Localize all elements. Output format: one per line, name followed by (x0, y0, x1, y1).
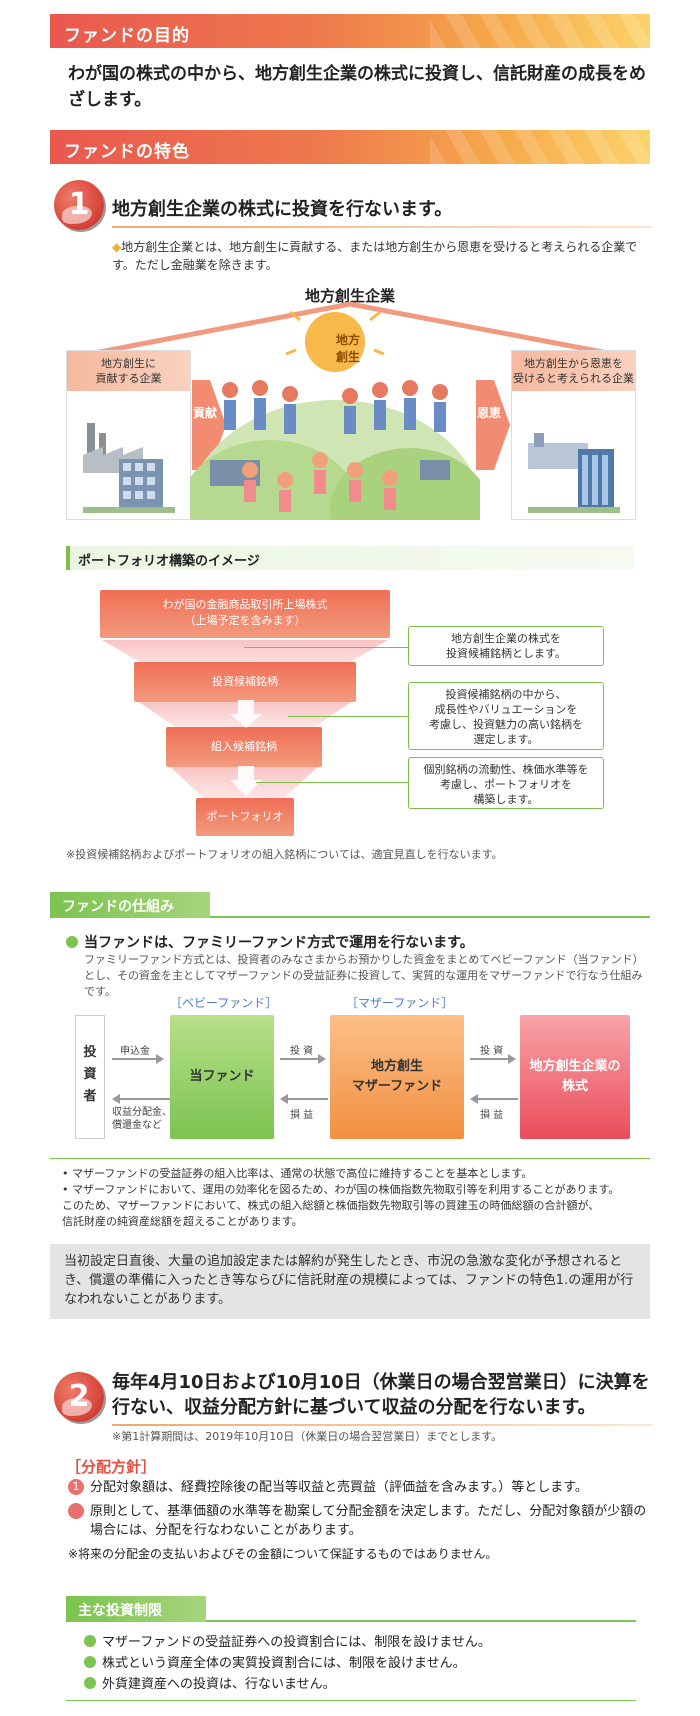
return-arrow (120, 1098, 170, 1100)
features-banner: ファンドの特色 (50, 130, 650, 164)
funnel-investment-candidates: 投資候補銘柄 (134, 662, 356, 702)
baby-fund-label: ［ベビーファンド］ (170, 996, 278, 1010)
purpose-text: わが国の株式の中から、地方創生企業の株式に投資し、信託財産の成長をめざします。 (68, 64, 646, 110)
structure-bullet-2: • マザーファンドにおいて、運用の効率化を図るため、わが国の株価指数先物取引等を… (62, 1183, 620, 1228)
distribution-disclaimer: ※将来の分配金の支払いおよびその金額について保証するものではありません。 (68, 1547, 498, 1561)
caution-box: 当初設定日直後、大量の追加設定または解約が発生したとき、市況の急激な変化が予想さ… (50, 1244, 650, 1319)
structure-tab: ファンドの仕組み (50, 892, 210, 918)
feature2-underline (112, 1424, 652, 1426)
feature2-number-badge: 2 (54, 1372, 104, 1422)
funnel-listed-stocks: わが国の金融商品取引所上場株式 （上場予定を含みます） (100, 590, 390, 638)
structure-divider (50, 1158, 650, 1159)
restrictions-tab-line (206, 1620, 636, 1622)
apply-arrow (112, 1058, 162, 1060)
structure-bullets: • マザーファンドの受益証券の組入比率は、通常の状態で高位に維持することを基本と… (62, 1166, 650, 1230)
invest-arrow-2 (470, 1058, 512, 1060)
portfolio-note-3: 個別銘柄の流動性、株価水準等を 考慮し、ポートフォリオを 構築します。 (408, 757, 604, 809)
restriction-item: 株式という資産全体の実質投資割合には、制限を設けません。 (84, 1653, 491, 1674)
investor-box: 投 資 者 (75, 1015, 105, 1139)
funnel-inclusion-candidates: 組入候補銘柄 (166, 727, 322, 767)
roof-lines (67, 301, 635, 360)
feature1-underline (112, 226, 652, 228)
pl-arrow-2 (478, 1098, 518, 1100)
stock-box: 地方創生企業の 株式 (520, 1015, 630, 1139)
diamond-icon: ◆ (112, 240, 122, 254)
portfolio-note-1: 地方創生企業の株式を 投資候補銘柄とします。 (408, 626, 604, 666)
restrictions-list: マザーファンドの受益証券への投資割合には、制限を設けません。 株式という資産全体… (84, 1632, 491, 1695)
restrictions-bottom-line (66, 1700, 636, 1701)
pl-label-1: 損 益 (290, 1110, 314, 1121)
connector-line-3 (256, 782, 410, 783)
left-contributor-box: 地方創生に 貢献する企業 (66, 350, 191, 520)
contribution-arrow-label: 貢献 (192, 406, 217, 420)
invest-label-1: 投 資 (290, 1046, 314, 1057)
feature2-note: ※第1計算期間は、2019年10月10日（休業日の場合翌営業日）までとします。 (112, 1430, 503, 1443)
funnel-portfolio: ポートフォリオ (196, 798, 294, 836)
office-building-icon (528, 433, 620, 513)
purpose-banner: ファンドの目的 (50, 14, 650, 48)
invest-arrowhead-2-icon (508, 1054, 516, 1064)
green-bullet-icon (84, 1656, 96, 1668)
number-2-icon: 2 (62, 1503, 84, 1519)
portfolio-note-2: 投資候補銘柄の中から、 成長性やバリュエーションを 考慮し、投資魅力の高い銘柄を… (408, 682, 604, 750)
restrictions-tab: 主な投資制限 (66, 1596, 206, 1622)
pl-arrowhead-1-icon (280, 1094, 288, 1104)
apply-arrowhead-icon (156, 1054, 164, 1064)
connector-line-1 (244, 647, 410, 648)
number-1-icon: 1 (68, 1479, 84, 1495)
baby-fund-box: 当ファンド (170, 1015, 274, 1139)
sun-label: 地方 創生 (335, 333, 360, 364)
pl-label-2: 損 益 (480, 1110, 504, 1121)
portfolio-footnote: ※投資候補銘柄およびポートフォリオの組入銘柄については、適宜見直しを行ないます。 (66, 848, 503, 861)
community-illustration (190, 310, 480, 520)
factory-building-icon (83, 423, 175, 513)
return-arrowhead-icon (112, 1094, 120, 1104)
structure-description: ファミリーファンド方式とは、投資者のみなさまからお預かりした資金をまとめてベビー… (84, 953, 644, 998)
policy-title: ［分配方針］ (66, 1458, 157, 1476)
connector-line-2 (288, 716, 410, 717)
feature1-number-badge: 1 (54, 180, 104, 230)
green-bullet-icon (66, 936, 78, 948)
feature2-heading: 毎年4月10日および10月10日（休業日の場合翌営業日）に決算を行ない、収益分配… (112, 1372, 650, 1418)
restriction-item: マザーファンドの受益証券への投資割合には、制限を設けません。 (84, 1632, 491, 1653)
pl-arrowhead-2-icon (470, 1094, 478, 1104)
invest-arrowhead-1-icon (318, 1054, 326, 1064)
green-bullet-icon (84, 1635, 96, 1647)
funnel-down-arrows (230, 700, 262, 796)
region-diagram-title: 地方創生企業 (304, 287, 395, 305)
right-beneficiary-box: 地方創生から恩恵を 受けると考えられる企業 (511, 350, 636, 520)
return-label: 収益分配金、 償還金など (112, 1107, 172, 1131)
mother-fund-box: 地方創生 マザーファンド (330, 1015, 464, 1139)
feature1-note: ◆地方創生企業とは、地方創生に貢献する、または地方創生から恩恵を受けると考えられ… (112, 240, 638, 272)
structure-tab-line (210, 916, 650, 918)
invest-label-2: 投 資 (480, 1046, 504, 1057)
feature1-heading: 地方創生企業の株式に投資を行ないます。 (112, 199, 453, 220)
structure-lead: 当ファンドは、ファミリーファンド方式で運用を行ないます。 (66, 932, 474, 952)
right-box-label: 地方創生から恩恵を 受けると考えられる企業 (512, 351, 635, 391)
apply-label: 申込金 (120, 1046, 150, 1057)
portfolio-section-heading: ポートフォリオ構築のイメージ (66, 546, 634, 570)
left-box-label: 地方創生に 貢献する企業 (67, 351, 190, 391)
benefit-arrow (476, 380, 510, 470)
green-bullet-icon (84, 1677, 96, 1689)
invest-arrow-1 (280, 1058, 322, 1060)
restriction-item: 外貨建資産への投資は、行ないません。 (84, 1674, 491, 1695)
mother-fund-label: ［マザーファンド］ (346, 996, 454, 1010)
benefit-arrow-label: 恩恵 (476, 406, 501, 420)
pl-arrow-1 (288, 1098, 328, 1100)
structure-bullet-1: • マザーファンドの受益証券の組入比率は、通常の状態で高位に維持することを基本と… (62, 1167, 533, 1180)
